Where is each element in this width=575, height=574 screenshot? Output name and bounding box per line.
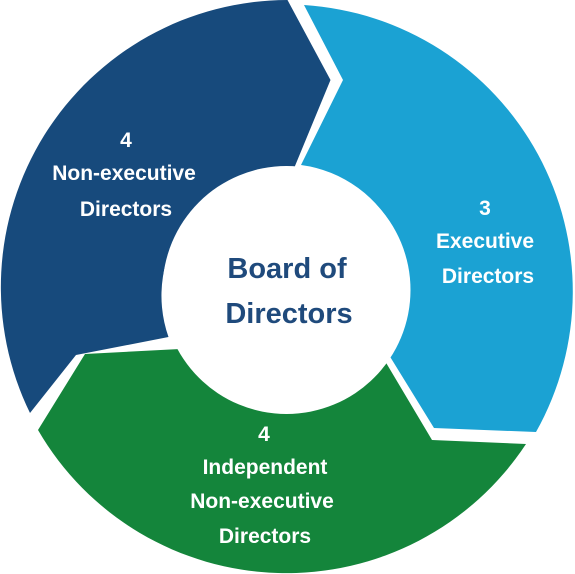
non-executive-label-line1: Non-executive	[52, 162, 196, 185]
center-title-line2: Directors	[225, 298, 352, 330]
independent-directors-segment	[38, 349, 526, 574]
executive-directors-segment	[301, 5, 573, 432]
non-executive-count: 4	[120, 129, 132, 152]
independent-label-line2: Non-executive	[190, 490, 334, 513]
independent-count: 4	[258, 423, 270, 446]
executive-count: 3	[479, 197, 491, 220]
executive-label-line1: Executive	[436, 230, 534, 253]
center-title-line1: Board of	[227, 253, 347, 285]
non-executive-label-line2: Directors	[80, 198, 172, 221]
independent-label-line1: Independent	[203, 456, 328, 479]
non-executive-directors-segment	[0, 0, 331, 413]
executive-label-line2: Directors	[442, 265, 534, 288]
independent-label-line3: Directors	[219, 525, 311, 548]
center-circle	[162, 166, 411, 414]
